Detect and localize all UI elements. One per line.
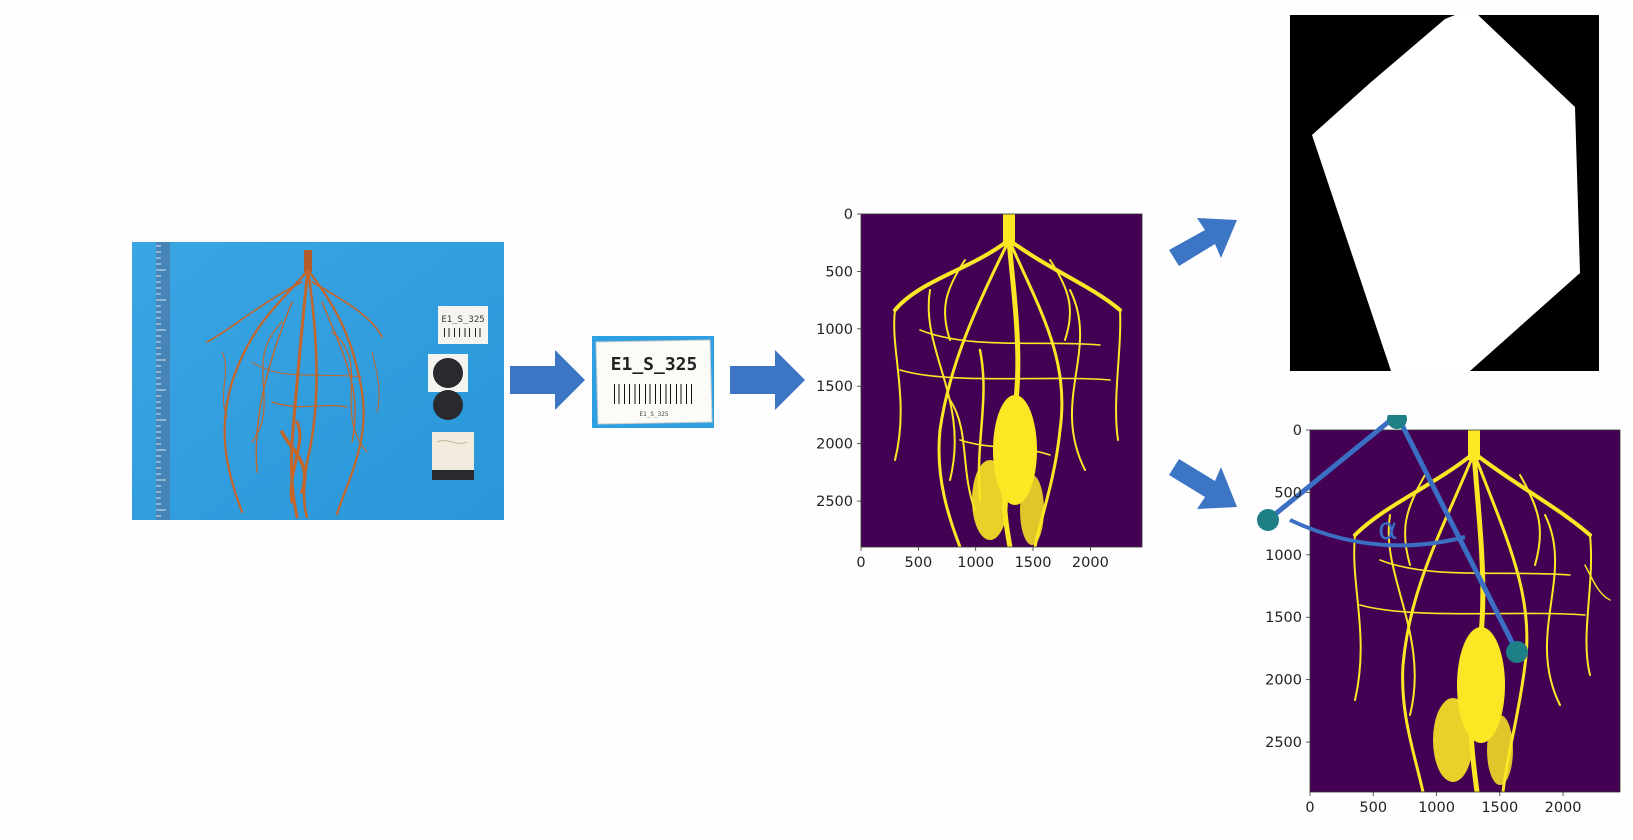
x-tick-label: 2000 [1072,555,1109,571]
right-endpoint [1506,641,1528,663]
y-tick-label: 1000 [816,322,853,338]
convex-hull-shape [1312,15,1580,371]
y-tick-label: 500 [1274,485,1302,501]
arrow-down-right-icon [1169,459,1237,509]
x-tick-label: 2000 [1545,800,1582,816]
y-tick-label: 1500 [1265,610,1302,626]
arrow-right-icon [510,350,585,410]
x-tick-label: 1000 [1418,800,1455,816]
angle-symbol: α [1378,512,1398,547]
calibration-disc-2 [433,390,463,420]
root-photo: E1_S_325 [132,242,504,520]
x-tick-label: 1000 [957,555,994,571]
root-system [206,250,383,519]
photo-label-tag: E1_S_325 [438,306,488,344]
apex-point [1387,415,1407,429]
label-crop: E1_S_325 E1_S_325 [592,336,714,428]
y-tick-label: 2500 [1265,735,1302,751]
label-crop-tag-text: E1_S_325 [611,354,698,375]
y-tick-label: 2500 [816,494,853,510]
root-mask [893,214,1122,547]
photo-tag-text: E1_S_325 [441,315,484,325]
left-endpoint [1257,509,1279,531]
y-tick-label: 2000 [816,437,853,453]
y-tick-label: 2000 [1265,673,1302,689]
calibration-card-2 [432,432,474,480]
y-tick-label: 1000 [1265,548,1302,564]
calibration-disc-1 [433,358,463,388]
x-tick-label: 500 [905,555,933,571]
ruler [156,242,170,520]
label-crop-small-text: E1_S_325 [640,411,669,418]
angle-measurement: α [1257,415,1528,663]
x-tick-label: 1500 [1015,555,1052,571]
arrow-up-right-icon [1169,218,1237,266]
x-tick-label: 1500 [1481,800,1518,816]
convex-hull-image [1290,15,1599,371]
root-angle-plot: α 0 500 1000 1500 2000 0 500 1000 1500 2000 2500 [1257,415,1621,816]
y-tick-label: 0 [844,207,853,223]
segmentation-plot: 0 500 1000 1500 2000 0 500 1000 1500 2000 2500 [816,207,1143,571]
x-tick-label: 500 [1359,800,1387,816]
arrow-right-icon [730,350,805,410]
y-tick-label: 500 [825,264,853,280]
x-tick-label: 0 [856,555,865,571]
x-tick-label: 0 [1305,800,1314,816]
y-tick-label: 1500 [816,379,853,395]
y-tick-label: 0 [1293,423,1302,439]
